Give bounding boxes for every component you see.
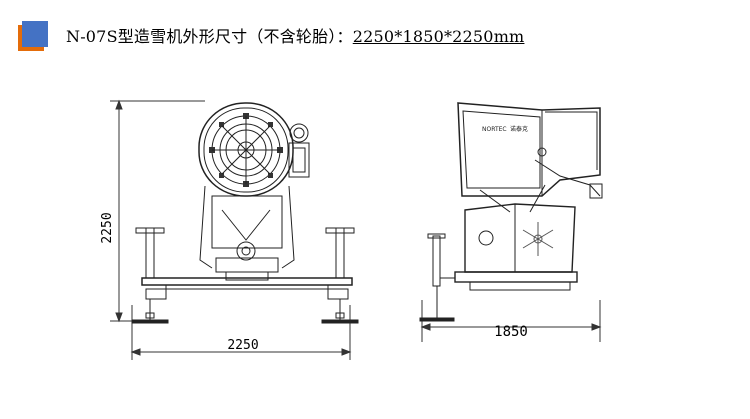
- right-outrigger: [321, 227, 359, 324]
- side-body: [454, 203, 578, 291]
- title-accent-block: [22, 21, 48, 47]
- width-label: 2250: [227, 338, 258, 353]
- base-frame: [141, 277, 353, 300]
- depth-label: 1850: [494, 324, 528, 340]
- page-title: N-07S型造雪机外形尺寸（不含轮胎）：2250*1850*2250mm: [66, 23, 524, 47]
- left-outrigger: [131, 227, 169, 324]
- title-prefix: N-07S型造雪机外形尺寸（不含轮胎）：: [66, 27, 353, 46]
- side-view: 1850 NORTEC 诺泰克: [419, 102, 603, 342]
- height-dimension: [110, 99, 205, 323]
- snowflake-icon: [522, 222, 554, 256]
- side-outrigger: [419, 233, 455, 322]
- side-drum: [457, 102, 601, 197]
- width-dimension: [130, 305, 352, 360]
- fan-drum: [198, 102, 294, 197]
- yoke-column: [199, 185, 295, 281]
- side-arm: [479, 147, 603, 213]
- side-brand-label-cn: 诺泰克: [510, 125, 528, 133]
- front-view: 2250 2250: [100, 99, 359, 360]
- side-brand-label: NORTEC: [482, 126, 507, 133]
- side-gauge: [288, 123, 310, 178]
- height-label: 2250: [100, 212, 115, 243]
- title-dimensions: 2250*1850*2250mm: [352, 27, 525, 46]
